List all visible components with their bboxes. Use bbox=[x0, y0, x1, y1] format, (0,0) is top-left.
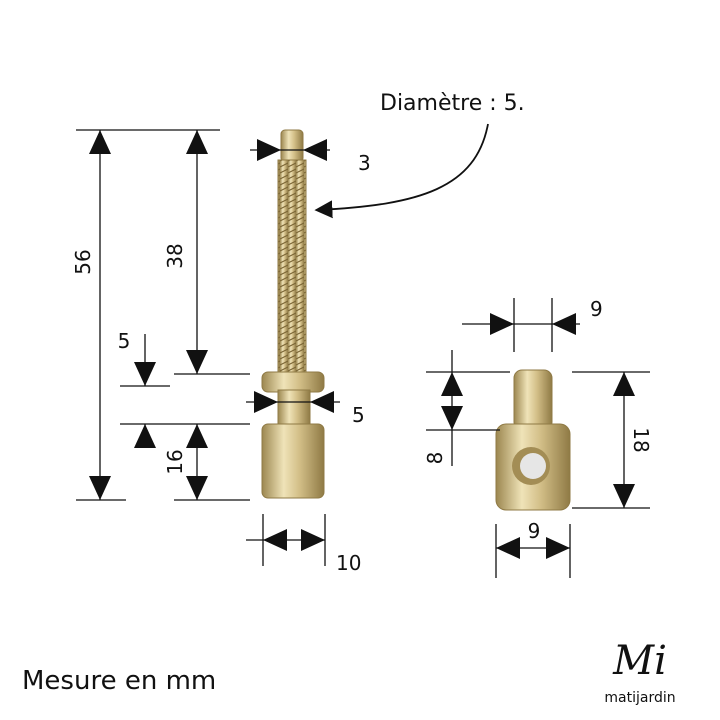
dim-nut-total-height-label: 18 bbox=[629, 427, 653, 452]
nut-part bbox=[495, 369, 571, 511]
nut-hole-inner bbox=[520, 453, 546, 479]
dim-nut-pin-height-label: 8 bbox=[423, 452, 447, 465]
dim-neck-diameter-label: 5 bbox=[352, 403, 365, 427]
dim-collar-height bbox=[120, 334, 250, 448]
bolt-collar bbox=[261, 371, 325, 393]
dim-neck-diameter bbox=[246, 391, 340, 413]
bolt-thread bbox=[277, 159, 307, 373]
units-caption: Mesure en mm bbox=[22, 666, 217, 696]
callout-arrow bbox=[314, 123, 489, 219]
dim-base-diameter-label: 10 bbox=[336, 551, 361, 575]
dim-tip-diameter bbox=[250, 139, 330, 161]
brand-logo-mark: Mi bbox=[612, 638, 667, 684]
bolt-neck bbox=[277, 389, 311, 427]
bolt-base bbox=[261, 423, 325, 499]
dim-nut-pin-height bbox=[426, 350, 510, 466]
dim-thread-length-label: 38 bbox=[163, 243, 187, 268]
bolt-tip bbox=[280, 129, 304, 163]
dim-total-length bbox=[76, 129, 220, 501]
diameter-callout-label: Diamètre : 5. bbox=[380, 91, 525, 116]
brand-name: matijardin bbox=[604, 690, 675, 706]
dim-base-diameter bbox=[246, 514, 326, 566]
dim-collar-height-label: 5 bbox=[118, 329, 131, 353]
dim-tip-diameter-label: 3 bbox=[358, 151, 371, 175]
dim-base-height-label: 16 bbox=[163, 449, 187, 474]
brand-logo: Mi matijardin bbox=[604, 638, 675, 706]
nut-pin bbox=[513, 369, 553, 431]
dim-nut-body-diameter bbox=[495, 524, 571, 578]
bolt-part bbox=[261, 129, 325, 499]
dim-nut-pin-diameter bbox=[462, 298, 580, 352]
dim-total-length-label: 56 bbox=[71, 249, 95, 274]
dim-thread-length bbox=[174, 130, 250, 375]
dim-nut-pin-diameter-label: 9 bbox=[590, 297, 603, 321]
dim-nut-total-height bbox=[572, 371, 650, 509]
dim-nut-body-diameter-label: 9 bbox=[528, 519, 541, 543]
dim-base-height bbox=[174, 424, 250, 501]
